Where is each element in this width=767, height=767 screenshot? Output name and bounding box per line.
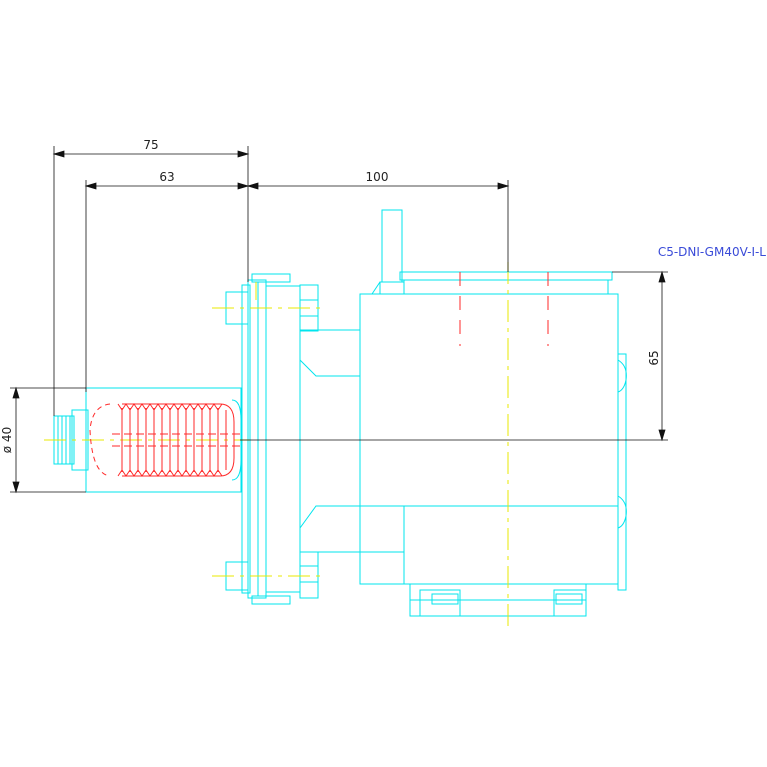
mounting-plate [247, 279, 267, 599]
dim-label-65: 65 [647, 350, 661, 365]
part-number-label: C5-DNI-GM40V-I-L [658, 245, 766, 259]
drive-key [381, 209, 403, 283]
part-outline [53, 209, 627, 617]
dim-label-75: 75 [143, 138, 158, 152]
gear-housing [359, 293, 619, 585]
spring-outline [122, 403, 235, 477]
bolt-lower-right [299, 551, 319, 599]
dimension-lines [10, 146, 668, 494]
hidden-lines [89, 272, 549, 477]
dim-label-63: 63 [159, 170, 174, 184]
spring-coils [121, 408, 227, 472]
dim-label-diameter: ø 40 [0, 427, 14, 453]
centerlines [44, 262, 509, 630]
top-flange [399, 271, 613, 281]
dim-label-100: 100 [366, 170, 389, 184]
